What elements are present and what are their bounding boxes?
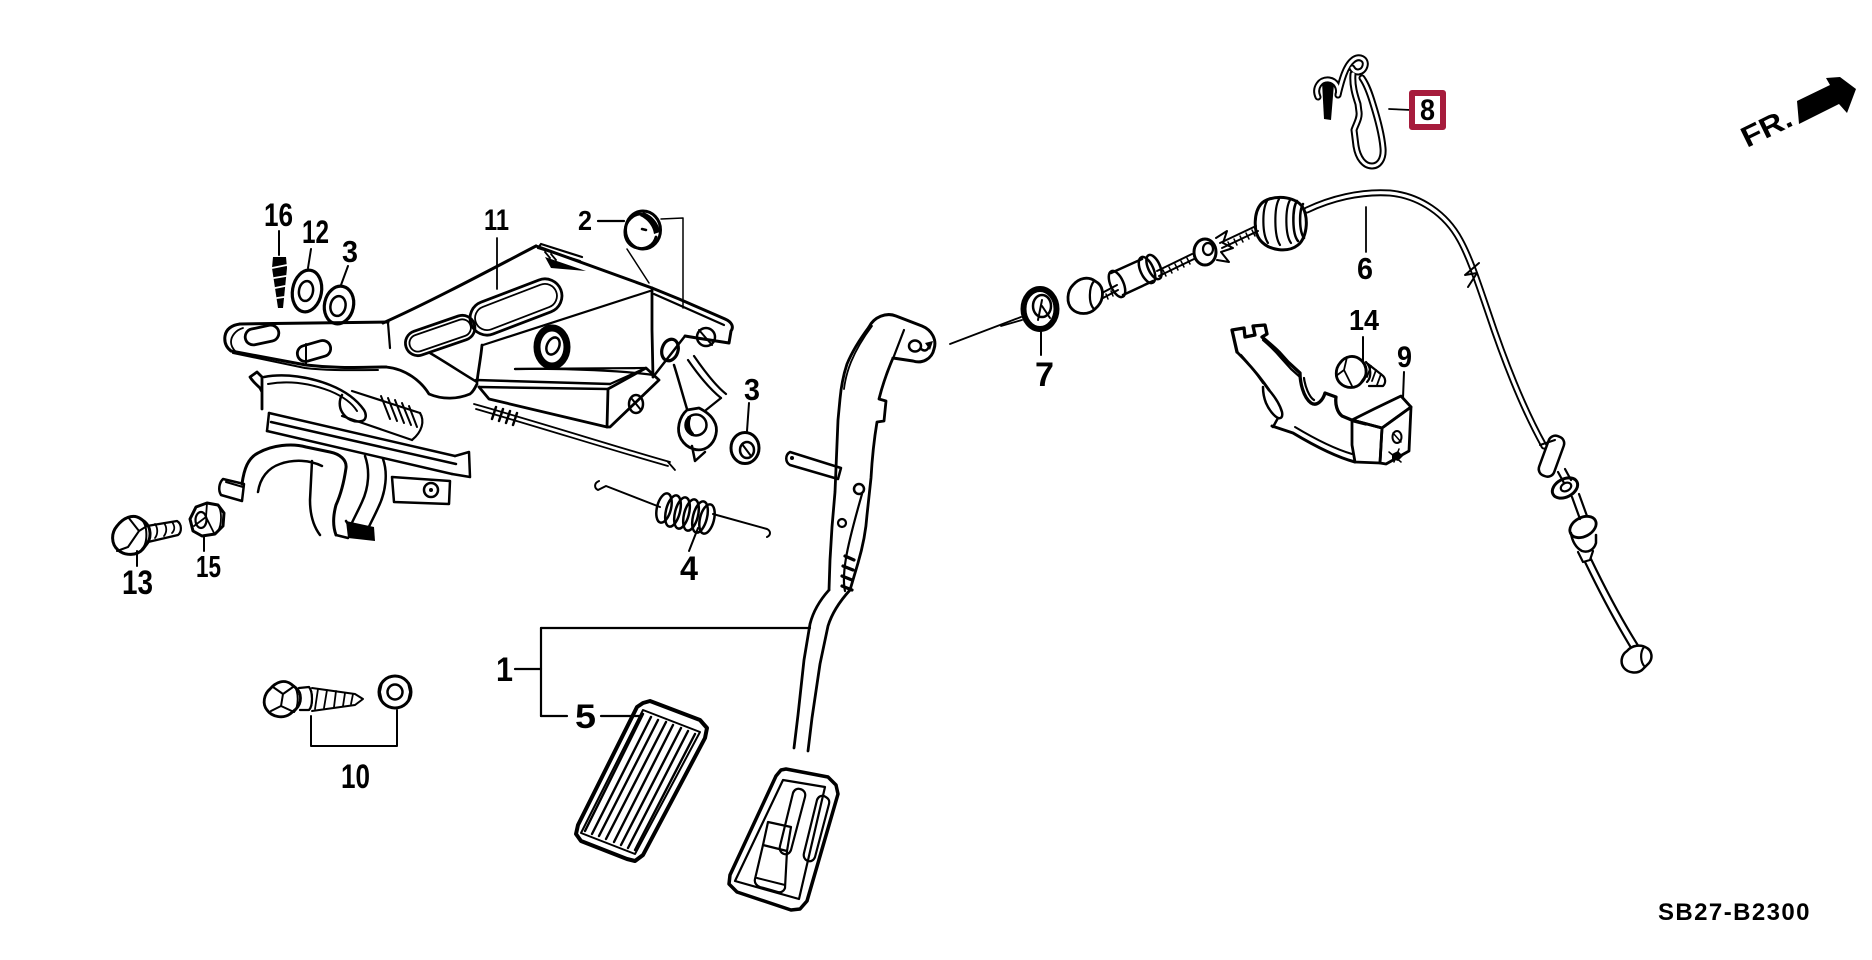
svg-text:FR.: FR. bbox=[1736, 102, 1798, 154]
svg-text:14: 14 bbox=[1349, 305, 1379, 337]
svg-text:1: 1 bbox=[496, 651, 513, 689]
svg-text:13: 13 bbox=[122, 564, 153, 602]
svg-text:9: 9 bbox=[1397, 341, 1412, 374]
svg-text:6: 6 bbox=[1357, 251, 1373, 286]
svg-text:10: 10 bbox=[341, 758, 370, 796]
svg-text:8: 8 bbox=[1420, 94, 1435, 127]
svg-text:2: 2 bbox=[578, 205, 592, 236]
svg-text:16: 16 bbox=[264, 197, 293, 233]
svg-text:5: 5 bbox=[575, 698, 596, 736]
svg-text:SB27-B2300: SB27-B2300 bbox=[1658, 899, 1813, 926]
svg-text:3: 3 bbox=[342, 234, 358, 269]
svg-text:12: 12 bbox=[302, 214, 329, 250]
svg-text:4: 4 bbox=[680, 550, 698, 588]
svg-text:3: 3 bbox=[744, 372, 760, 407]
svg-text:11: 11 bbox=[484, 204, 509, 237]
svg-text:15: 15 bbox=[196, 549, 221, 584]
svg-text:7: 7 bbox=[1035, 356, 1054, 394]
